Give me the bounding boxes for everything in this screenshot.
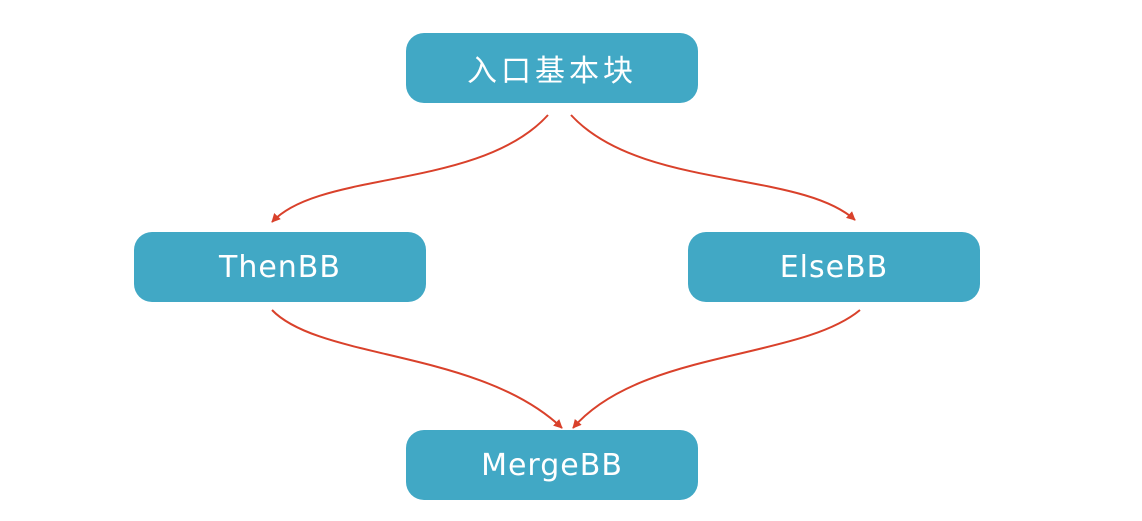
node-then-label: ThenBB [219,249,341,285]
edge-else-to-merge [572,309,861,429]
node-merge-label: MergeBB [481,447,623,483]
node-else-label: ElseBB [779,249,889,285]
node-then-block: ThenBB [134,232,426,302]
node-else-block: ElseBB [688,232,980,302]
node-entry-block: 入口基本块 [406,33,698,103]
edge-then-to-merge [271,309,563,429]
node-merge-block: MergeBB [406,430,698,500]
edge-entry-to-else [570,114,856,221]
node-entry-label: 入口基本块 [467,54,637,89]
edge-entry-to-then [271,114,549,223]
